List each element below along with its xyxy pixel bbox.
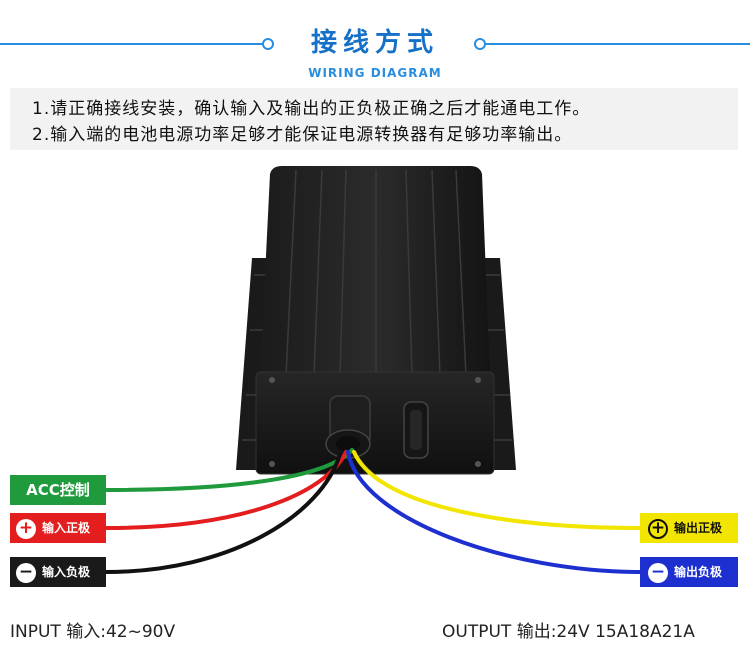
note-1: 1.请正确接线安装，确认输入及输出的正负极正确之后才能通电工作。 xyxy=(32,99,591,119)
plus-icon: + xyxy=(16,518,36,539)
wire-blue-output-neg xyxy=(346,450,642,574)
minus-icon: − xyxy=(648,562,668,583)
label-acc-text: ACC控制 xyxy=(26,481,90,499)
label-output-positive: + 输出正极 xyxy=(640,513,738,543)
label-input-positive-text: 输入正极 xyxy=(42,521,91,535)
notes-panel: 1.请正确接线安装，确认输入及输出的正负极正确之后才能通电工作。 2.输入端的电… xyxy=(10,88,738,150)
header-dot-left xyxy=(262,38,274,50)
input-spec: INPUT 输入:42~90V xyxy=(10,622,176,642)
output-spec: OUTPUT 输出:24V 15A18A21A xyxy=(442,622,695,642)
label-output-negative-text: 输出负极 xyxy=(674,565,723,579)
wires xyxy=(104,448,642,574)
wire-black-input-neg xyxy=(104,452,342,574)
page-subtitle: WIRING DIAGRAM xyxy=(308,66,442,80)
label-input-negative-text: 输入负极 xyxy=(42,565,91,579)
header-line-right xyxy=(486,43,750,45)
label-acc-control: ACC控制 xyxy=(10,475,106,505)
cable-gland xyxy=(325,395,371,459)
power-switch xyxy=(403,401,429,459)
header-line-left xyxy=(0,43,262,45)
label-output-positive-text: 输出正极 xyxy=(674,521,723,535)
label-output-negative: −输出负极 xyxy=(640,557,738,587)
converter-body xyxy=(260,166,490,378)
note-2: 2.输入端的电池电源功率足够才能保证电源转换器有足够功率输出。 xyxy=(32,125,573,145)
header-dot-right xyxy=(474,38,486,50)
wire-yellow-output-pos xyxy=(352,450,642,530)
plus-icon: + xyxy=(648,518,668,539)
label-input-positive: + 输入正极 xyxy=(10,513,106,543)
minus-icon: − xyxy=(16,562,36,583)
converter-front-face xyxy=(255,371,495,475)
page-title: 接线方式 xyxy=(310,28,439,58)
label-input-negative: −输入负极 xyxy=(10,557,106,587)
